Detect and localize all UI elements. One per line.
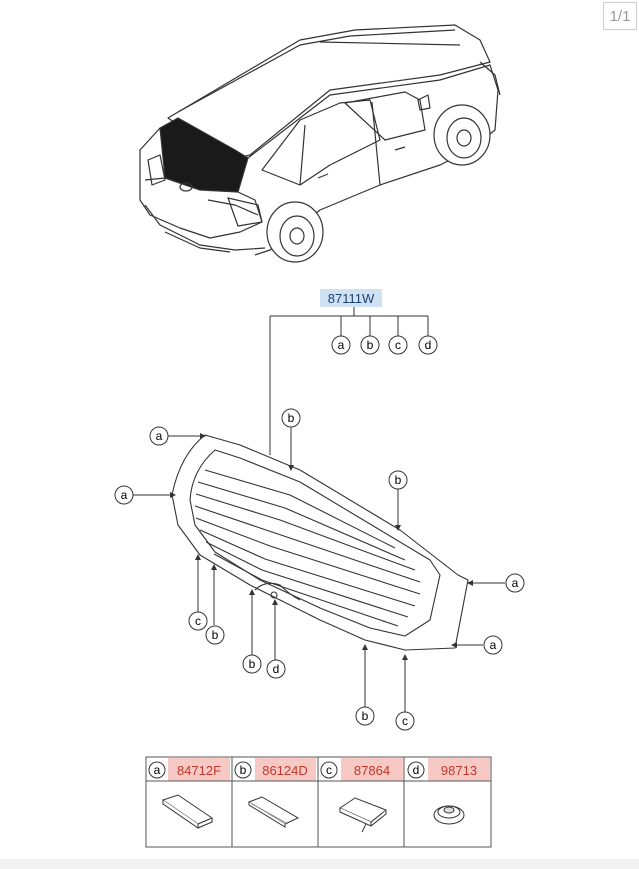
callout-a-left-top[interactable]: a [149, 426, 169, 446]
legend-part-number-a[interactable]: 84712F [177, 763, 221, 778]
svg-text:b: b [362, 709, 369, 723]
svg-text:b: b [395, 473, 402, 487]
callout-b-bottom-left[interactable]: b [242, 654, 262, 674]
callout-b-top[interactable]: b [360, 335, 380, 355]
page-counter: 1/1 [603, 2, 637, 30]
strip-pad-icon [161, 794, 214, 829]
svg-text:b: b [240, 763, 247, 777]
svg-text:c: c [395, 338, 401, 352]
callout-c-left[interactable]: c [188, 611, 208, 631]
callout-d-bottom[interactable]: d [266, 659, 286, 679]
tape-strip-icon [247, 796, 300, 828]
main-part-highlight [320, 289, 382, 307]
spacer-block-icon [338, 797, 387, 833]
legend-cell-b[interactable]: b 86124D [234, 761, 308, 779]
legend-cell-a[interactable]: a 84712F [148, 761, 221, 779]
part-number-tree [269, 289, 429, 455]
svg-text:b: b [288, 411, 295, 425]
svg-text:d: d [425, 338, 432, 352]
legend-part-number-b[interactable]: 86124D [262, 763, 308, 778]
legend-part-number-d[interactable]: 98713 [441, 763, 477, 778]
callout-c-bottom[interactable]: c [395, 711, 415, 731]
svg-text:d: d [413, 763, 420, 777]
callout-b-bottom[interactable]: b [355, 706, 375, 726]
legend-cell-d[interactable]: d 98713 [407, 761, 477, 779]
callout-b-top-center[interactable]: b [281, 408, 301, 428]
arrow-heads [170, 433, 473, 660]
callout-d-top[interactable]: d [418, 335, 438, 355]
grommet-icon [433, 805, 465, 825]
vehicle-illustration [139, 24, 501, 263]
callout-c-top[interactable]: c [388, 335, 408, 355]
callout-a-right-bottom[interactable]: a [483, 635, 503, 655]
callout-a-right[interactable]: a [505, 573, 525, 593]
parts-legend-table: a 84712F b 86124D c 87864 d 98713 [145, 756, 492, 848]
svg-text:a: a [338, 338, 345, 352]
svg-text:a: a [154, 763, 161, 777]
svg-text:c: c [326, 763, 332, 777]
svg-text:b: b [212, 628, 219, 642]
top-callouts: a b c d [331, 335, 438, 355]
main-part-number[interactable]: 87111W [328, 291, 375, 306]
leader-lines [133, 427, 505, 712]
svg-text:b: b [367, 338, 374, 352]
svg-text:a: a [121, 488, 128, 502]
glass-callouts: a a b b a a c b [114, 408, 525, 731]
svg-text:c: c [402, 714, 408, 728]
callout-a-left[interactable]: a [114, 485, 134, 505]
callout-b-right-top[interactable]: b [388, 470, 408, 490]
svg-text:a: a [490, 638, 497, 652]
legend-cell-c[interactable]: c 87864 [320, 761, 390, 779]
bottom-strip [0, 859, 639, 869]
svg-text:a: a [156, 429, 163, 443]
svg-text:d: d [273, 662, 280, 676]
rear-window-glass [171, 434, 469, 651]
callout-b-left[interactable]: b [205, 625, 225, 645]
svg-text:b: b [249, 657, 256, 671]
callout-a-top[interactable]: a [331, 335, 351, 355]
svg-text:c: c [195, 614, 201, 628]
svg-text:a: a [512, 576, 519, 590]
legend-part-number-c[interactable]: 87864 [354, 763, 390, 778]
